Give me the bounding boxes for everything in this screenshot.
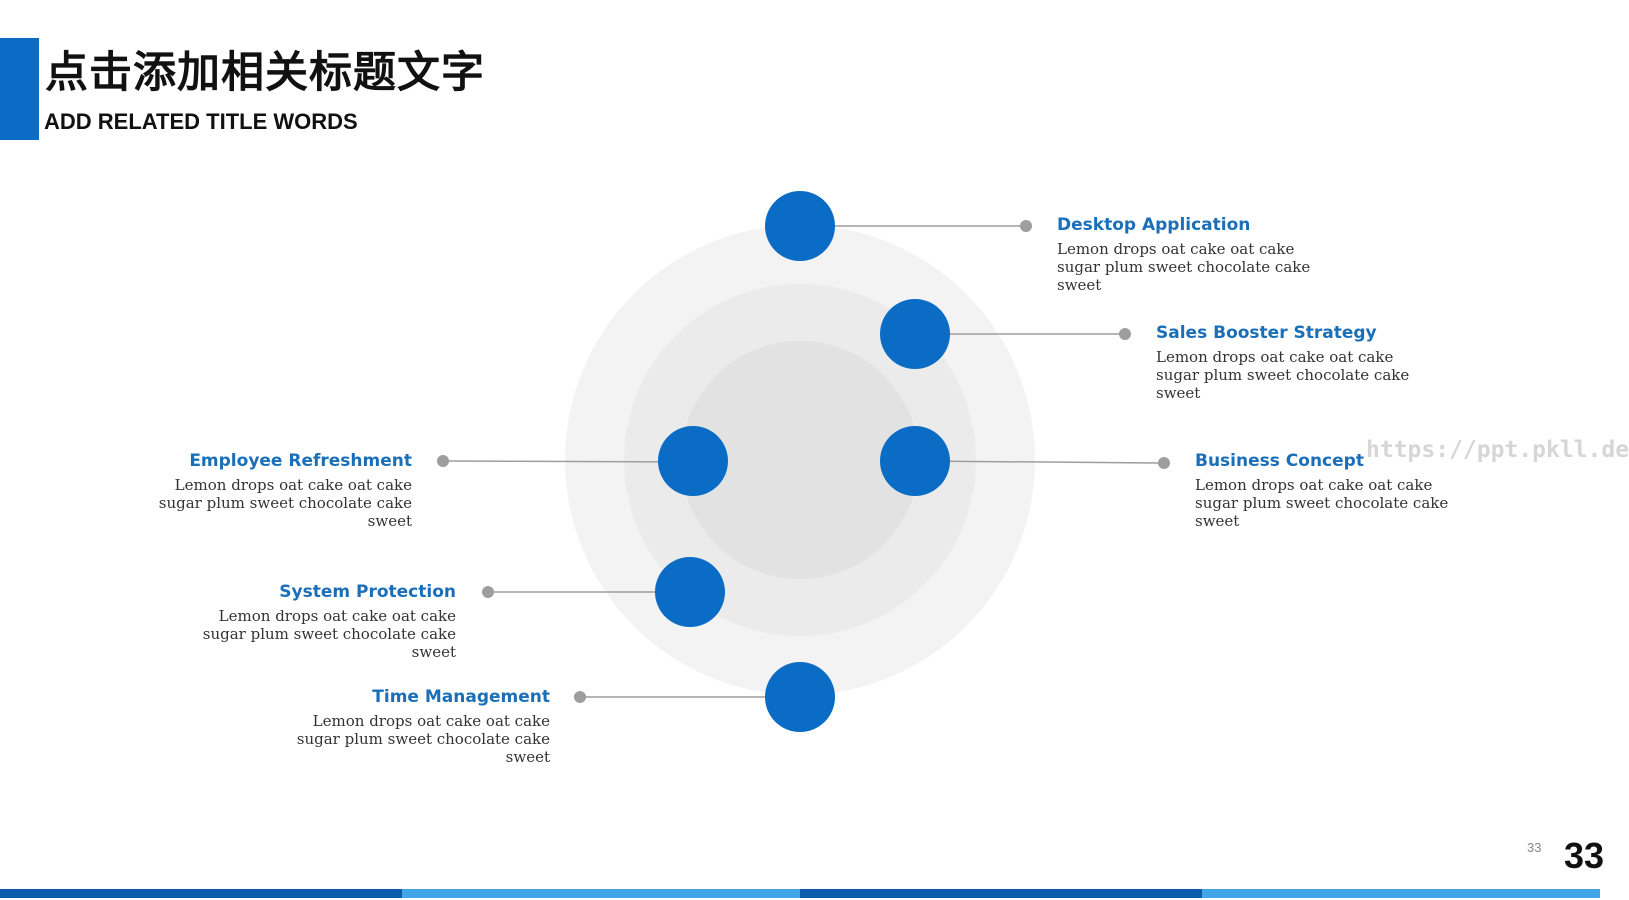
item-time-management: Time Management Lemon drops oat cake oat… xyxy=(288,686,550,766)
item-description: Lemon drops oat cake oat cake sugar plum… xyxy=(202,607,456,661)
page-number-large: 33 xyxy=(1564,835,1605,876)
node-system-protection xyxy=(655,557,725,627)
item-description: Lemon drops oat cake oat cake sugar plum… xyxy=(1195,476,1449,530)
node-time-management xyxy=(765,662,835,732)
item-title: Sales Booster Strategy xyxy=(1156,323,1377,343)
connector-dot-system-protection xyxy=(482,586,494,598)
watermark: https://ppt.pkll.de xyxy=(1366,437,1629,463)
connector-dot-sales-booster-strategy xyxy=(1119,328,1131,340)
node-desktop-application xyxy=(765,191,835,261)
item-sales-booster-strategy: Sales Booster Strategy Lemon drops oat c… xyxy=(1156,322,1418,402)
connector-dot-employee-refreshment xyxy=(437,455,449,467)
item-employee-refreshment: Employee Refreshment Lemon drops oat cak… xyxy=(150,450,412,530)
ring-inner xyxy=(681,341,919,579)
item-description: Lemon drops oat cake oat cake sugar plum… xyxy=(1057,240,1311,294)
item-title: Employee Refreshment xyxy=(189,451,412,471)
item-title: System Protection xyxy=(279,582,456,602)
connector-business-concept xyxy=(914,460,1165,464)
node-employee-refreshment xyxy=(658,426,728,496)
item-description: Lemon drops oat cake oat cake sugar plum… xyxy=(1156,348,1410,402)
item-desktop-application: Desktop Application Lemon drops oat cake… xyxy=(1057,214,1319,294)
item-title: Time Management xyxy=(372,687,550,707)
item-system-protection: System Protection Lemon drops oat cake o… xyxy=(194,581,456,661)
page-subtitle: ADD RELATED TITLE WORDS xyxy=(44,109,358,134)
page-number-small: 33 xyxy=(1527,840,1542,855)
connector-dot-time-management xyxy=(574,691,586,703)
item-business-concept: Business Concept Lemon drops oat cake oa… xyxy=(1195,450,1465,530)
connector-dot-desktop-application xyxy=(1020,220,1032,232)
connector-employee-refreshment xyxy=(442,460,694,463)
item-title: Desktop Application xyxy=(1057,215,1251,235)
page-title: 点击添加相关标题文字 xyxy=(45,48,485,98)
connector-dot-business-concept xyxy=(1158,457,1170,469)
item-description: Lemon drops oat cake oat cake sugar plum… xyxy=(158,476,412,530)
footer-bar-segment-1 xyxy=(0,889,402,898)
footer-bar-segment-4 xyxy=(1202,889,1600,898)
footer-bar-segment-2 xyxy=(402,889,800,898)
title-accent-bar xyxy=(0,38,39,140)
item-title: Business Concept xyxy=(1195,451,1364,471)
item-description: Lemon drops oat cake oat cake sugar plum… xyxy=(296,712,550,766)
node-business-concept xyxy=(880,426,950,496)
footer-bar-segment-3 xyxy=(800,889,1202,898)
node-sales-booster-strategy xyxy=(880,299,950,369)
